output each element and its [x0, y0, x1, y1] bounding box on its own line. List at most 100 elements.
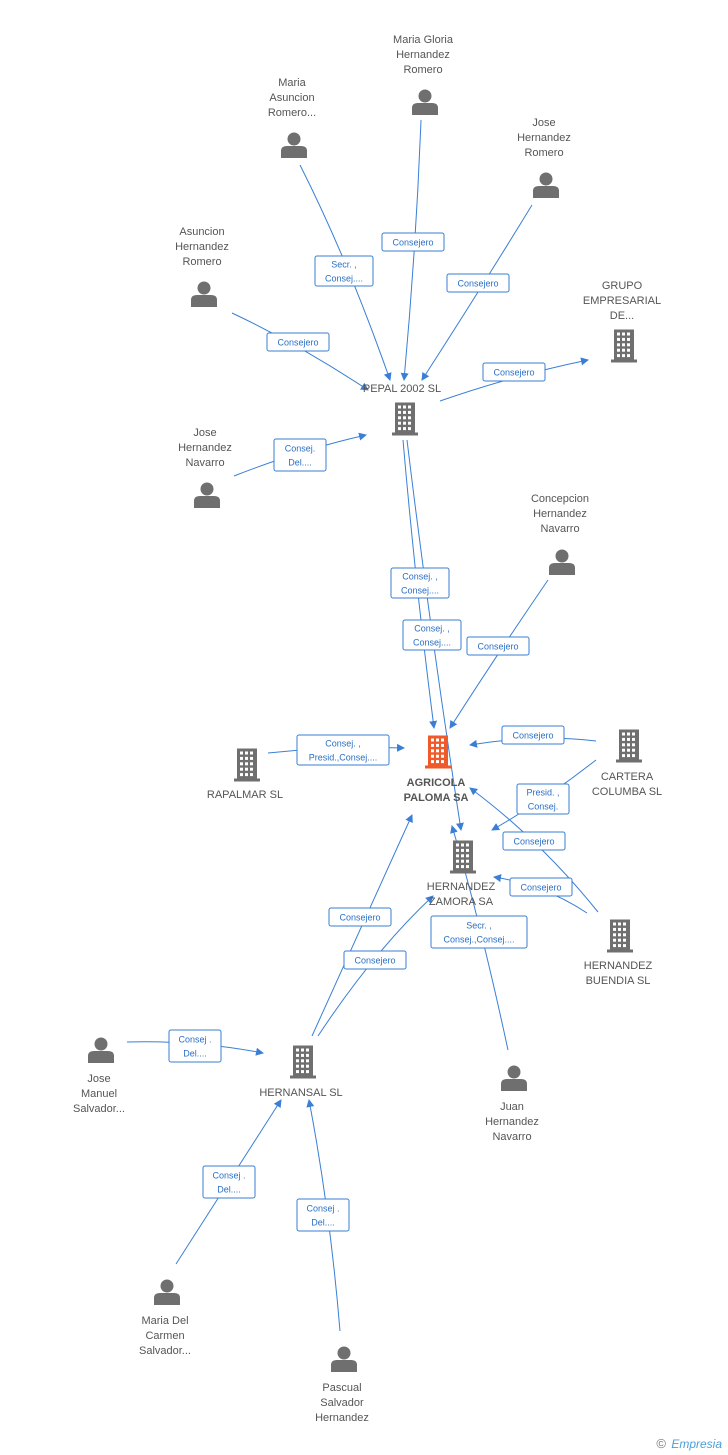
person-icon[interactable] [412, 89, 438, 116]
building-icon[interactable] [234, 748, 260, 782]
person-icon[interactable] [501, 1065, 527, 1092]
relation-label-box[interactable]: Consejero [343, 950, 407, 970]
node-label[interactable]: Manuel [81, 1088, 117, 1100]
relation-label-box[interactable]: Consejero [502, 831, 566, 851]
node-label[interactable]: Hernandez [517, 132, 571, 144]
node-hz[interactable]: HERNANDEZ ZAMORA SA [427, 840, 496, 909]
building-icon[interactable] [425, 735, 451, 769]
node-label[interactable]: Hernandez [178, 442, 232, 454]
node-label[interactable]: COLUMBA SL [592, 786, 662, 798]
node-label[interactable]: BUENDIA SL [586, 975, 651, 987]
node-label[interactable]: PEPAL 2002 SL [363, 383, 441, 395]
relation-label-box[interactable]: Consej. ,Consej.... [390, 567, 450, 599]
building-icon[interactable] [290, 1045, 316, 1079]
relation-label-box[interactable]: Consejero [501, 725, 565, 745]
node-label[interactable]: Hernandez [485, 1116, 539, 1128]
node-label[interactable]: GRUPO [602, 280, 643, 292]
relation-label-box[interactable]: Consejero [482, 362, 546, 382]
building-icon[interactable] [450, 840, 476, 874]
relation-label-box[interactable]: Consej. ,Presid.,Consej.... [296, 734, 390, 766]
relation-label-box[interactable]: Consej .Del.... [168, 1029, 222, 1063]
node-label[interactable]: HERNANSAL SL [259, 1087, 342, 1099]
node-label[interactable]: Romero... [268, 107, 316, 119]
node-pepal[interactable]: PEPAL 2002 SL [363, 383, 441, 436]
relation-label-box[interactable]: Consejero [381, 232, 445, 252]
node-label[interactable]: Romero [403, 64, 442, 76]
relation-label-box[interactable]: Consej.Del.... [273, 438, 327, 472]
node-label[interactable]: Salvador... [139, 1345, 191, 1357]
node-label[interactable]: Salvador... [73, 1103, 125, 1115]
person-icon[interactable] [281, 132, 307, 159]
node-label[interactable]: Concepcion [531, 493, 589, 505]
node-label[interactable]: Salvador [320, 1397, 364, 1409]
relation-label-box[interactable]: Consejero [266, 332, 330, 352]
node-label[interactable]: RAPALMAR SL [207, 789, 283, 801]
building-icon[interactable] [392, 402, 418, 436]
node-label[interactable]: PALOMA SA [404, 792, 469, 804]
node-label[interactable]: Navarro [185, 457, 224, 469]
person-icon[interactable] [194, 482, 220, 509]
node-label[interactable]: Romero [182, 256, 221, 268]
relation-label-box[interactable]: Consejero [509, 877, 573, 897]
node-label[interactable]: Pascual [322, 1382, 361, 1394]
node-label[interactable]: HERNANDEZ [427, 881, 496, 893]
node-label[interactable]: Asuncion [269, 92, 314, 104]
node-grupo[interactable]: GRUPO EMPRESARIAL DE... [583, 280, 661, 363]
node-label[interactable]: Hernandez [396, 49, 450, 61]
person-icon[interactable] [549, 549, 575, 576]
node-label[interactable]: Jose [87, 1073, 110, 1085]
relation-label-box[interactable]: Secr. ,Consej.... [314, 255, 374, 287]
relation-label-box[interactable]: Consej .Del.... [202, 1165, 256, 1199]
node-label[interactable]: Romero [524, 147, 563, 159]
node-maria-del[interactable]: Maria DelCarmenSalvador... [139, 1279, 191, 1358]
relation-label-box[interactable]: Consejero [328, 907, 392, 927]
node-label[interactable]: AGRICOLA [407, 777, 466, 789]
node-label[interactable]: Navarro [492, 1131, 531, 1143]
person-icon[interactable] [533, 172, 559, 199]
node-label[interactable]: Juan [500, 1101, 524, 1113]
node-maria-asuncion[interactable]: MariaAsuncionRomero... [268, 77, 316, 158]
node-label[interactable]: Hernandez [533, 508, 587, 520]
node-label[interactable]: Navarro [540, 523, 579, 535]
node-label[interactable]: Jose [532, 117, 555, 129]
relation-label-box[interactable]: Consejero [446, 273, 510, 293]
person-icon[interactable] [88, 1037, 114, 1064]
relation-label-box[interactable]: Secr. ,Consej.,Consej.... [430, 915, 528, 949]
node-label[interactable]: Maria Del [141, 1315, 188, 1327]
person-icon[interactable] [191, 281, 217, 308]
node-label[interactable]: EMPRESARIAL [583, 295, 661, 307]
building-icon[interactable] [611, 329, 637, 363]
building-icon[interactable] [616, 729, 642, 763]
node-label[interactable]: ZAMORA SA [429, 896, 494, 908]
relation-label-box[interactable]: Presid. ,Consej. [516, 783, 570, 815]
node-label[interactable]: CARTERA [601, 771, 654, 783]
node-hb[interactable]: HERNANDEZ BUENDIA SL [584, 919, 653, 988]
relation-label-box[interactable]: Consejero [466, 636, 530, 656]
node-cartera[interactable]: CARTERA COLUMBA SL [592, 729, 662, 799]
node-agricola[interactable]: AGRICOLA PALOMA SA [404, 735, 469, 805]
node-label[interactable]: HERNANDEZ [584, 960, 653, 972]
node-label[interactable]: Maria [278, 77, 306, 89]
node-label[interactable]: Hernandez [175, 241, 229, 253]
node-label[interactable]: DE... [610, 310, 634, 322]
person-icon[interactable] [331, 1346, 357, 1373]
relation-label-box[interactable]: Consej .Del.... [296, 1198, 350, 1232]
building-icon[interactable] [607, 919, 633, 953]
node-hernansal[interactable]: HERNANSAL SL [259, 1045, 343, 1100]
relation-label-box[interactable]: Consej. ,Consej.... [402, 619, 462, 651]
node-label[interactable]: Jose [193, 427, 216, 439]
node-label[interactable]: Hernandez [315, 1412, 369, 1424]
node-label[interactable]: Carmen [145, 1330, 184, 1342]
node-label[interactable]: Asuncion [179, 226, 224, 238]
node-label[interactable]: Maria Gloria [393, 34, 454, 46]
person-icon[interactable] [154, 1279, 180, 1306]
node-rapalmar[interactable]: RAPALMAR SL [207, 748, 283, 802]
node-jose-ms[interactable]: JoseManuelSalvador... [73, 1037, 125, 1116]
